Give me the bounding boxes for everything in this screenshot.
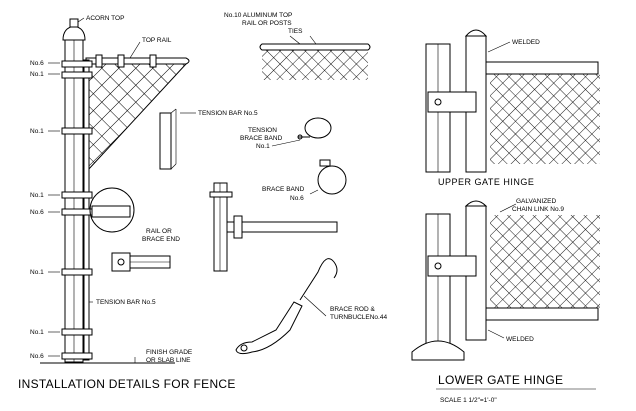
- label-rail-brace-2: BRACE END: [142, 236, 180, 243]
- brace-end-fitting: [111, 252, 171, 272]
- gauge-no1-e: No.1: [30, 329, 44, 336]
- brace-rod-turnbuckle: [235, 258, 338, 355]
- gauge-band-no1: No.1: [256, 143, 270, 150]
- label-aluminum-top-3: TIES: [288, 28, 303, 35]
- gauge-no1-c: No.1: [30, 192, 44, 199]
- label-rail-brace-1: RAIL OR: [146, 228, 172, 235]
- label-finish-grade-2: OR SLAB LINE: [146, 357, 191, 364]
- lower-hinge-title: LOWER GATE HINGE: [438, 373, 563, 387]
- label-top-rail: TOP RAIL: [142, 37, 172, 44]
- label-brace-band: BRACE BAND: [262, 186, 305, 193]
- rail-end-assembly: [209, 182, 338, 272]
- lower-gate-hinge: [411, 200, 600, 361]
- aluminum-top-rail-detail: [259, 35, 371, 80]
- brace-band-fitting: [309, 159, 347, 195]
- main-title: INSTALLATION DETAILS FOR FENCE: [18, 377, 236, 391]
- label-galvanized-2: CHAIN LINK No.9: [512, 206, 564, 213]
- gauge-no6-mid: No.6: [30, 209, 44, 216]
- top-rail: [85, 57, 190, 65]
- label-tension-2: BRACE BAND: [240, 135, 283, 142]
- upper-hinge-title: UPPER GATE HINGE: [438, 177, 534, 187]
- gauge-no1-d: No.1: [30, 269, 44, 276]
- gauge-brace-band-no6: No.6: [290, 195, 304, 202]
- acorn-top: [62, 25, 86, 41]
- label-galvanized-1: GALVANIZED: [516, 198, 557, 205]
- detail-circle: [89, 187, 135, 233]
- scale-note: SCALE 1 1/2"=1'-0": [440, 397, 497, 404]
- tension-brace-band: [271, 117, 332, 147]
- label-welded-bottom: WELDED: [506, 336, 534, 343]
- tension-bar-part: [159, 112, 172, 170]
- label-aluminum-top-2: RAIL OR POSTS: [242, 20, 292, 27]
- gauge-no6-bottom: No.6: [30, 353, 44, 360]
- label-finish-grade-1: FINISH GRADE: [146, 349, 193, 356]
- upper-gate-hinge: [425, 29, 600, 173]
- label-brace-rod-2: TURNBUCLENo.44: [330, 314, 387, 321]
- label-brace-rod-1: BRACE ROD &: [330, 306, 375, 313]
- label-acorn-top: ACORN TOP: [86, 15, 124, 22]
- label-welded-top: WELDED: [512, 39, 540, 46]
- gauge-no1-b: No.1: [30, 128, 44, 135]
- label-tension-bar-lower: TENSION BAR No.5: [96, 299, 156, 306]
- label-tension-bar: TENSION BAR No.5: [198, 110, 258, 117]
- label-aluminum-top-1: No.10 ALUMINUM TOP: [224, 12, 292, 19]
- fence-post-detail: [40, 17, 190, 364]
- gauge-no1-a: No.1: [30, 71, 44, 78]
- gauge-no6-top: No.6: [30, 60, 44, 67]
- label-tension-1: TENSION: [248, 127, 277, 134]
